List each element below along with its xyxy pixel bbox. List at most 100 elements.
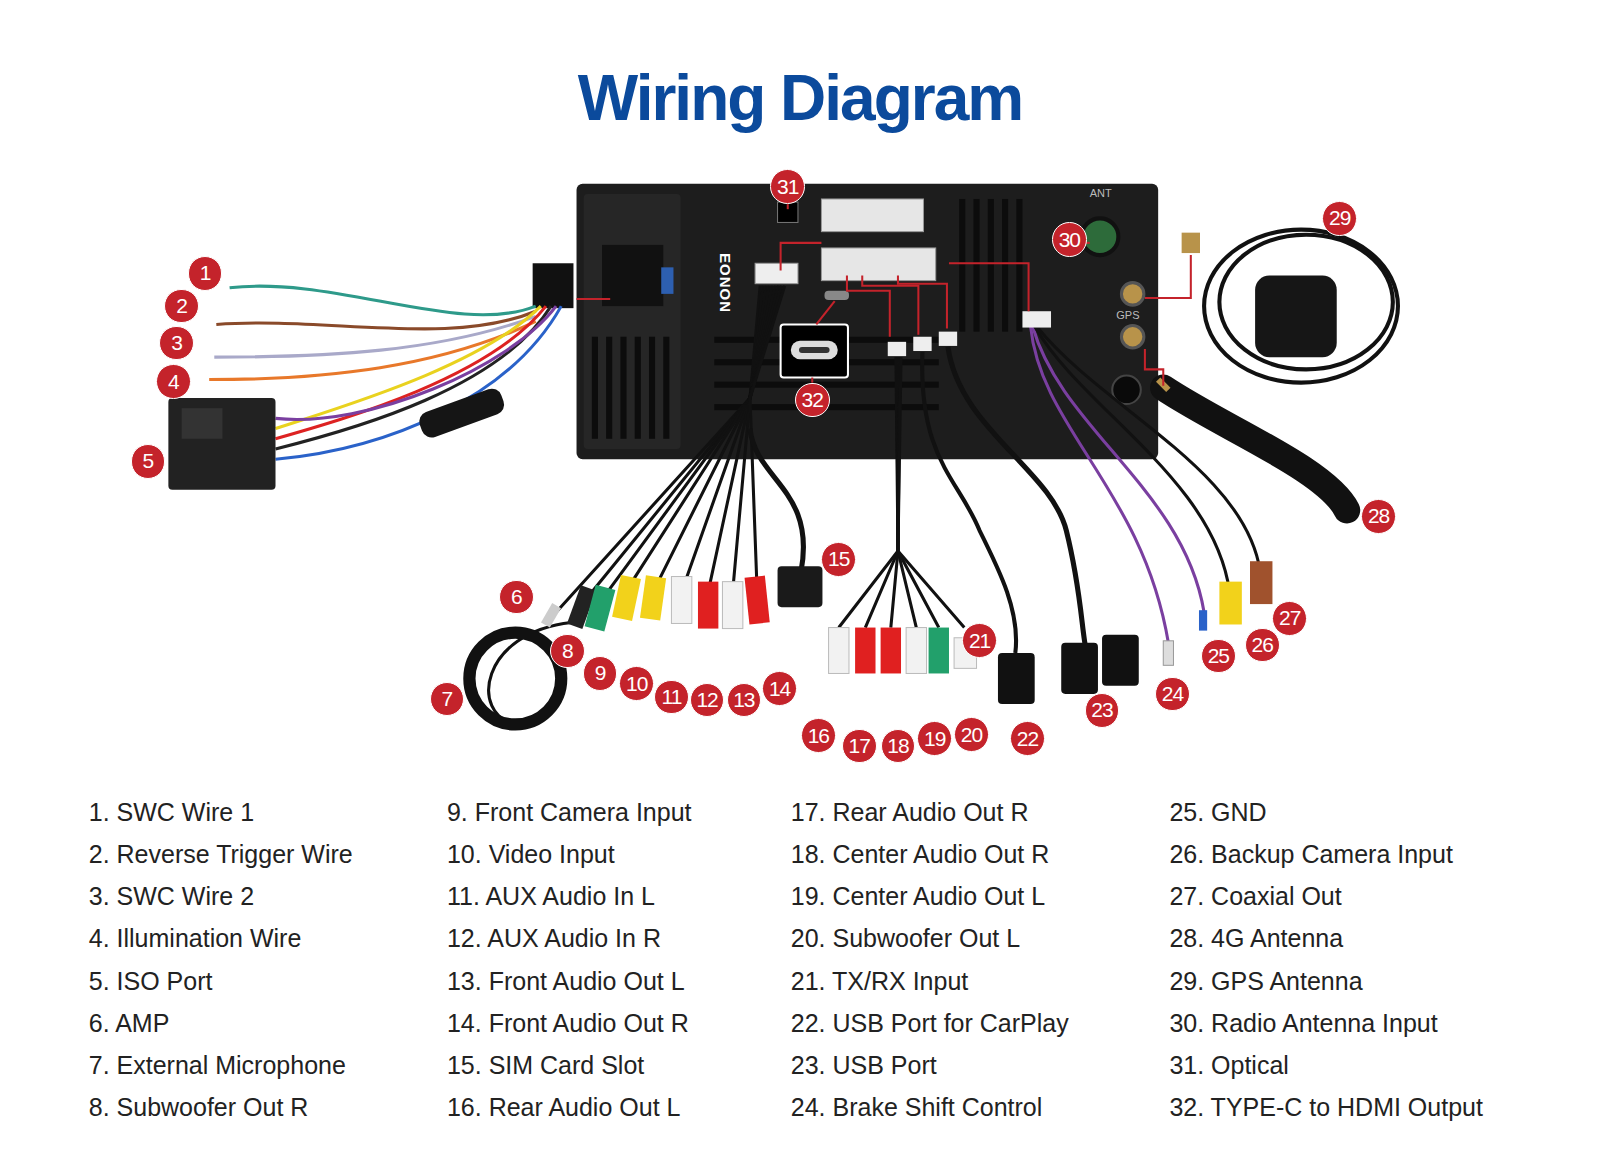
callout-text: 19 — [924, 727, 945, 751]
callout-text: 13 — [733, 688, 754, 712]
legend-item: 26. Backup Camera Input — [1169, 840, 1453, 869]
callout-number: 28 — [1361, 499, 1396, 534]
callout-text: 6 — [511, 585, 522, 609]
legend-item: 23. USB Port — [791, 1051, 937, 1080]
callout-text: 16 — [808, 724, 829, 748]
usb-c-shape — [799, 347, 830, 353]
connector — [821, 248, 935, 281]
legend-item: 3. SWC Wire 2 — [89, 882, 254, 911]
middle-wires — [839, 327, 1260, 654]
callout-number: 17 — [842, 729, 877, 764]
mic-cable — [469, 633, 561, 725]
rca-plugs — [567, 575, 770, 632]
callout-text: 14 — [769, 677, 790, 701]
legend-item: 27. Coaxial Out — [1169, 882, 1341, 911]
sim-slot — [778, 566, 823, 607]
callout-text: 27 — [1279, 606, 1300, 630]
connector — [888, 342, 906, 356]
4g-port — [1121, 326, 1143, 348]
iso-connector — [168, 398, 275, 490]
legend-item: 16. Rear Audio Out L — [447, 1093, 680, 1122]
rca-plugs — [829, 561, 1273, 673]
legend-item: 6. AMP — [89, 1009, 170, 1038]
callout-text: 30 — [1059, 228, 1080, 252]
legend-item: 11. AUX Audio In L — [447, 882, 655, 911]
callout-number: 25 — [1201, 639, 1236, 674]
legend-item: 2. Reverse Trigger Wire — [89, 840, 353, 869]
usb-c-zoom — [781, 324, 848, 377]
leader-lines — [577, 204, 1191, 386]
callout-text: 11 — [662, 685, 682, 709]
connector — [821, 199, 923, 232]
optical-port — [778, 202, 798, 222]
legend-item: 19. Center Audio Out L — [791, 882, 1045, 911]
diagram-title: Wiring Diagram — [0, 61, 1600, 135]
callout-number: 3 — [159, 326, 194, 361]
callout-number: 13 — [727, 683, 762, 718]
legend-item: 14. Front Audio Out R — [447, 1009, 689, 1038]
callout-text: 24 — [1162, 682, 1183, 706]
device-marking: EONON — [717, 253, 734, 313]
callout-number: 12 — [690, 683, 725, 718]
legend-item: 29. GPS Antenna — [1169, 967, 1362, 996]
legend-item: 28. 4G Antenna — [1169, 924, 1343, 953]
legend-item: 8. Subwoofer Out R — [89, 1093, 309, 1122]
callout-number: 27 — [1272, 601, 1307, 636]
callout-text: 28 — [1368, 504, 1389, 528]
callout-text: 21 — [969, 629, 990, 653]
wire-end — [1163, 641, 1173, 665]
callout-number: 24 — [1155, 677, 1190, 712]
rca-wires — [489, 286, 804, 725]
head-unit — [577, 184, 1159, 460]
connector — [913, 337, 931, 351]
callout-text: 25 — [1208, 644, 1229, 668]
callout-text: 20 — [961, 723, 982, 747]
callout-number: 2 — [164, 289, 199, 324]
device-marking: GPS — [1116, 309, 1139, 321]
bracket — [584, 194, 681, 449]
callout-number: 20 — [954, 717, 989, 752]
usb-plug — [1061, 643, 1098, 694]
legend-item: 15. SIM Card Slot — [447, 1051, 644, 1080]
callout-text: 17 — [848, 734, 869, 758]
legend-item: 1. SWC Wire 1 — [89, 798, 254, 827]
vents — [592, 199, 1023, 439]
legend-item: 24. Brake Shift Control — [791, 1093, 1043, 1122]
callout-text: 9 — [595, 661, 606, 685]
connector — [1022, 311, 1051, 327]
legend-item: 25. GND — [1169, 798, 1266, 827]
callout-text: 8 — [562, 639, 573, 663]
callout-text: 5 — [143, 449, 154, 473]
wire-end — [1199, 610, 1207, 630]
connector — [755, 263, 798, 283]
usb-c-port — [824, 291, 848, 300]
legend-item: 31. Optical — [1169, 1051, 1289, 1080]
gps-puck — [1255, 276, 1337, 358]
callout-number: 16 — [801, 718, 836, 753]
usb-c-shape — [791, 341, 838, 359]
callout-text: 1 — [200, 261, 211, 285]
legend-item: 30. Radio Antenna Input — [1169, 1009, 1437, 1038]
legend-item: 32. TYPE-C to HDMI Output — [1169, 1093, 1483, 1122]
gps-port — [1121, 283, 1143, 305]
callout-text: 2 — [176, 294, 187, 318]
gps-cable — [1204, 230, 1398, 383]
callout-text: 10 — [626, 672, 647, 696]
legend-item: 4. Illumination Wire — [89, 924, 302, 953]
callout-number: 29 — [1322, 201, 1357, 236]
iso-connector — [182, 408, 223, 439]
4g-antenna — [1163, 388, 1347, 510]
callout-number: 21 — [962, 623, 997, 658]
usb-plug — [998, 653, 1035, 704]
callout-number: 6 — [499, 580, 534, 615]
callout-number: 26 — [1245, 628, 1280, 663]
legend-item: 21. TX/RX Input — [791, 967, 968, 996]
fuse — [661, 267, 673, 294]
callout-text: 12 — [696, 688, 717, 712]
radio-antenna-port — [1082, 218, 1119, 255]
legend-item: 18. Center Audio Out R — [791, 840, 1049, 869]
legend-item: 12. AUX Audio In R — [447, 924, 661, 953]
callout-number: 31 — [770, 169, 805, 204]
legend-item: 7. External Microphone — [89, 1051, 346, 1080]
